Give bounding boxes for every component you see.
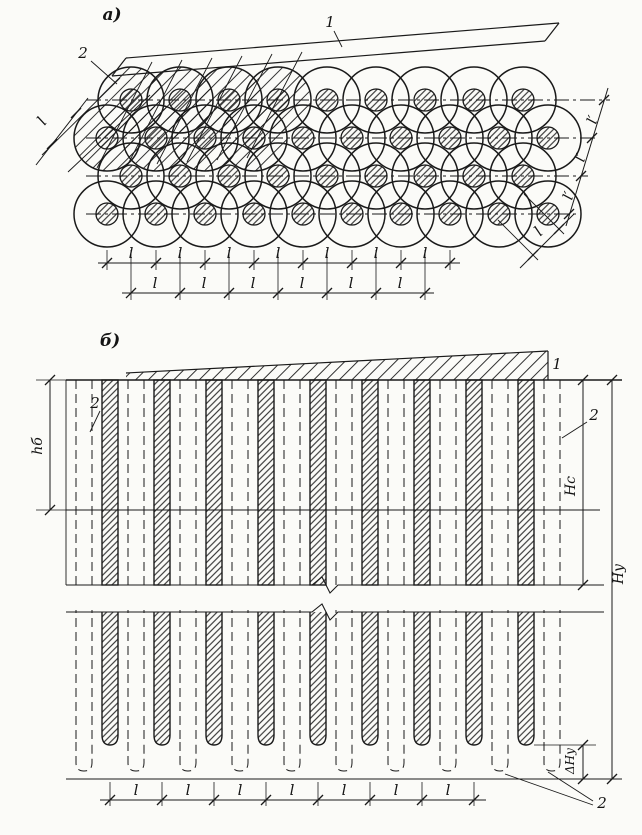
section-piles-upper: [101, 379, 535, 586]
dim-label-l: l: [178, 244, 183, 262]
plan-dims-bottom: l l l l l l l l l l l l l: [98, 244, 460, 300]
section-dim-hu: Ну: [606, 374, 627, 785]
dim-label-l: l: [349, 274, 354, 292]
dim-label-l: l: [134, 781, 139, 799]
dim-label-l: l: [238, 781, 243, 799]
dim-label-l-prime: l′: [560, 189, 578, 202]
callout-2-section-left: 2: [89, 394, 100, 412]
dim-label-l-prime: l′: [572, 151, 590, 164]
section-dim-hb: hб: [30, 374, 66, 516]
label-part-a: а): [102, 5, 121, 25]
section-piles-lower: [101, 611, 535, 746]
callout-1-section: 1: [552, 355, 562, 373]
plan-view: l l′ l′ l′ l l l l: [33, 5, 610, 300]
dim-label-l: l: [530, 223, 546, 239]
dim-label-l: l: [227, 244, 232, 262]
callout-1-plan: 1: [325, 13, 335, 31]
dim-label-l: l: [276, 244, 281, 262]
dim-label-l: l: [290, 781, 295, 799]
dim-label-hb: hб: [30, 437, 46, 455]
dim-label-hu: Ну: [611, 563, 627, 585]
dim-label-l: l: [153, 274, 158, 292]
callout-2-plan-leader: [90, 60, 118, 85]
section-dim-hc: Нс: [563, 374, 589, 591]
dim-label-l: l: [423, 244, 428, 262]
section-view: hб Нс Ну ΔНу l l: [30, 331, 627, 812]
callout-2-section-bottom: 2: [596, 794, 607, 812]
plan-dim-bottom-right: l: [497, 193, 575, 269]
label-part-b: б): [100, 331, 120, 351]
callout-2-left-leader: [89, 410, 101, 433]
section-break-gap: [60, 587, 606, 610]
dim-label-l: l: [186, 781, 191, 799]
dim-label-l: l: [394, 781, 399, 799]
section-break-lines: [66, 576, 604, 621]
dim-label-l: l: [251, 274, 256, 292]
dim-label-l: l: [342, 781, 347, 799]
callout-2-section-right: 2: [588, 406, 599, 424]
dim-label-l: l: [446, 781, 451, 799]
callout-2-plan: 2: [77, 44, 88, 62]
dim-label-l: l: [325, 244, 330, 262]
dim-label-l: l: [129, 244, 134, 262]
dim-label-l: l: [300, 274, 305, 292]
dim-label-l: l: [202, 274, 207, 292]
section-strip-band: [125, 350, 549, 380]
dim-label-l: l: [398, 274, 403, 292]
section-dim-bottom: l l l l l l l: [100, 781, 486, 806]
section-dim-dhu: ΔНу: [534, 739, 596, 785]
dim-label-l: l: [33, 114, 51, 129]
dim-label-hc: Нс: [563, 476, 579, 497]
plan-dim-right: l′ l′ l′: [560, 87, 610, 227]
plan-dim-left: l: [33, 77, 151, 173]
dim-label-dhu: ΔНу: [563, 748, 577, 775]
dim-label-l: l: [374, 244, 379, 262]
callout-2-bottom-leaders: [504, 771, 594, 806]
callout-2-right-leader: [561, 421, 588, 439]
